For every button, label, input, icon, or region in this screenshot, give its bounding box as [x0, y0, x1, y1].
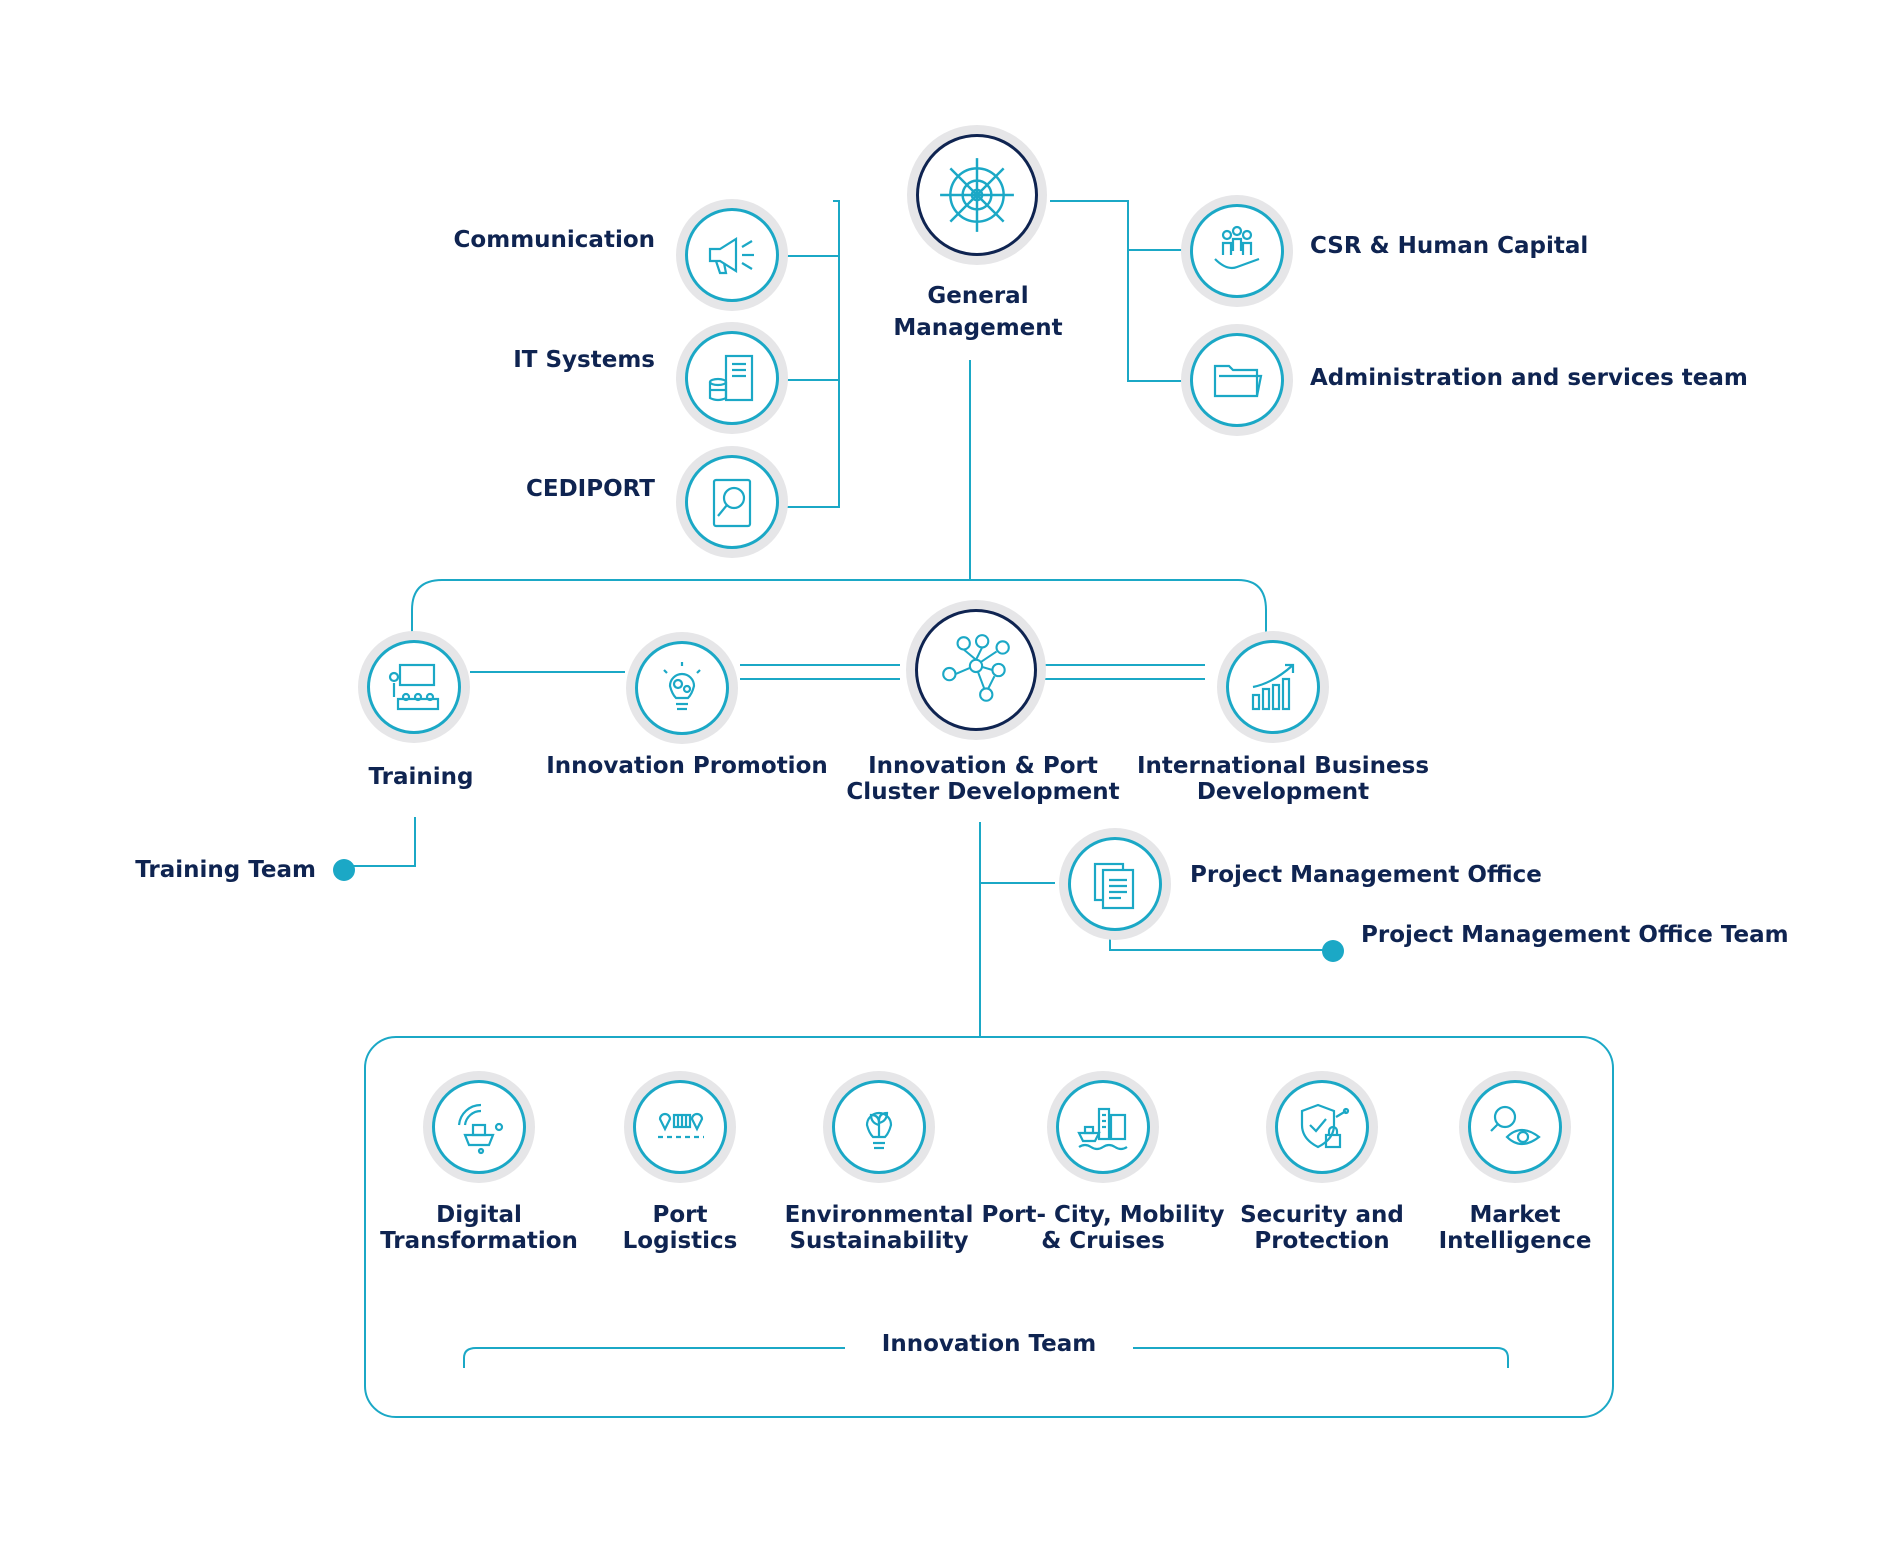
pmo-team-dot — [1322, 940, 1344, 962]
innovation-port-cluster-node[interactable] — [906, 600, 1046, 740]
lightbulb-gears-icon — [663, 662, 701, 711]
general-management-node[interactable] — [907, 125, 1047, 265]
network-people-icon — [942, 634, 1010, 702]
administration-node[interactable] — [1181, 324, 1293, 436]
pmo-node[interactable] — [1059, 828, 1171, 940]
training-node[interactable] — [358, 631, 470, 743]
security-protection-node[interactable] — [1266, 1071, 1378, 1183]
digital-transformation-node[interactable] — [423, 1071, 535, 1183]
growth-chart-icon — [1251, 663, 1295, 711]
administration-label: Administration and services team — [1310, 365, 1748, 391]
connector-left-units — [833, 200, 840, 508]
general-management-label: General Management — [893, 283, 1063, 341]
magnifier-eye-icon — [1490, 1105, 1541, 1146]
training-team-label: Training Team — [135, 857, 316, 883]
port-city-label: Port- City, Mobility& Cruises — [981, 1202, 1225, 1254]
training-team-dot — [333, 859, 355, 881]
document-search-icon — [712, 478, 752, 528]
innovation-promotion-node[interactable] — [626, 632, 738, 744]
innovation-team-brace — [463, 1347, 845, 1368]
it-systems-node[interactable] — [676, 322, 788, 434]
cediport-node[interactable] — [676, 446, 788, 558]
innovation-promotion-label: Innovation Promotion — [546, 753, 828, 779]
documents-icon — [1093, 862, 1135, 910]
pmo-team-label: Project Management Office Team — [1361, 922, 1789, 948]
ship-wheel-icon — [940, 158, 1014, 232]
folder-icon — [1213, 364, 1263, 398]
csr-human-capital-label: CSR & Human Capital — [1310, 233, 1589, 259]
presentation-icon — [388, 663, 440, 711]
port-city-node[interactable] — [1047, 1071, 1159, 1183]
connector-training-team — [343, 817, 416, 867]
communication-label: Communication — [453, 227, 655, 253]
international-business-node[interactable] — [1217, 631, 1329, 743]
megaphone-icon — [708, 237, 754, 275]
container-route-icon — [658, 1112, 704, 1139]
it-systems-label: IT Systems — [513, 347, 655, 373]
connector-pmo-team — [1109, 935, 1327, 951]
people-hand-icon — [1214, 225, 1260, 270]
innovation-team-label: Innovation Team — [881, 1331, 1097, 1357]
digital-ship-icon — [457, 1103, 504, 1155]
innovation-team-box — [364, 1036, 1614, 1418]
environmental-sustainability-node[interactable] — [823, 1071, 935, 1183]
port-city-icon — [1077, 1107, 1128, 1151]
connector-right-units — [1050, 200, 1182, 382]
shield-lock-icon — [1300, 1103, 1350, 1149]
training-label: Training — [368, 764, 474, 790]
connector-department-bracket — [411, 579, 1267, 636]
eco-bulb-icon — [865, 1111, 893, 1150]
server-icon — [708, 354, 754, 402]
port-logistics-node[interactable] — [624, 1071, 736, 1183]
pmo-label: Project Management Office — [1190, 862, 1542, 888]
cediport-label: CEDIPORT — [525, 476, 655, 502]
market-intelligence-node[interactable] — [1459, 1071, 1571, 1183]
communication-node[interactable] — [676, 199, 788, 311]
csr-human-capital-node[interactable] — [1181, 195, 1293, 307]
